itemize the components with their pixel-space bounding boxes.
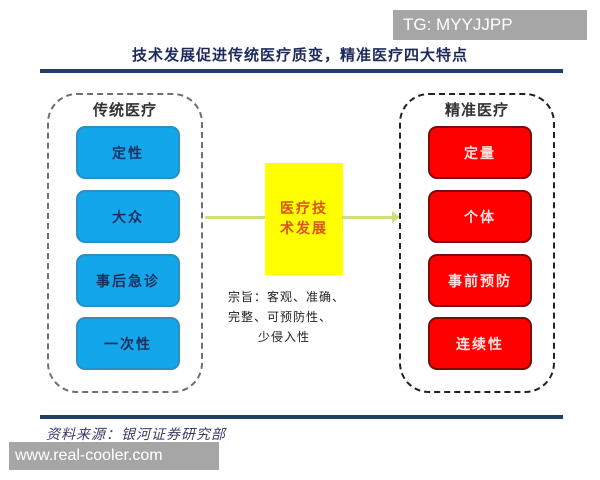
traditional-medicine-group: 传统医疗 定性 大众 事后急诊 一次性 [47, 93, 203, 393]
tech-box-line1: 医疗技 [280, 201, 328, 217]
traditional-item-qualitative: 定性 [76, 126, 180, 179]
bottom-divider [40, 415, 563, 419]
tech-box-line2: 术发展 [280, 221, 328, 237]
note-line-1: 宗旨：客观、准确、 [228, 290, 346, 304]
source-note: 资料来源：银河证券研究部 [46, 427, 226, 443]
top-divider [40, 69, 563, 73]
precision-medicine-group: 精准医疗 定量 个体 事前预防 连续性 [399, 93, 555, 393]
traditional-item-one-time: 一次性 [76, 317, 180, 370]
note-line-3: 少侵入性 [258, 330, 311, 344]
arrow-line-right [342, 216, 394, 219]
precision-medicine-label: 精准医疗 [444, 101, 509, 119]
arrow-right-icon [392, 211, 400, 223]
note-line-2: 完整、可预防性、 [228, 310, 333, 324]
traditional-item-mass: 大众 [76, 190, 180, 243]
precision-item-continuity: 连续性 [428, 317, 532, 370]
principle-note: 宗旨：客观、准确、 完整、可预防性、 少侵入性 [228, 287, 378, 347]
traditional-medicine-label: 传统医疗 [92, 101, 157, 119]
watermark-top: TG: MYYJJPP [393, 10, 587, 40]
tech-development-box: 医疗技 术发展 [265, 163, 343, 275]
diagram-title: 技术发展促进传统医疗质变，精准医疗四大特点 [131, 46, 468, 64]
precision-item-individual: 个体 [428, 190, 532, 243]
arrow-line-left [205, 216, 265, 219]
precision-item-prevention: 事前预防 [428, 254, 532, 307]
traditional-item-emergency: 事后急诊 [76, 254, 180, 307]
precision-item-quantitative: 定量 [428, 126, 532, 179]
watermark-bottom: www.real-cooler.com [9, 442, 219, 470]
